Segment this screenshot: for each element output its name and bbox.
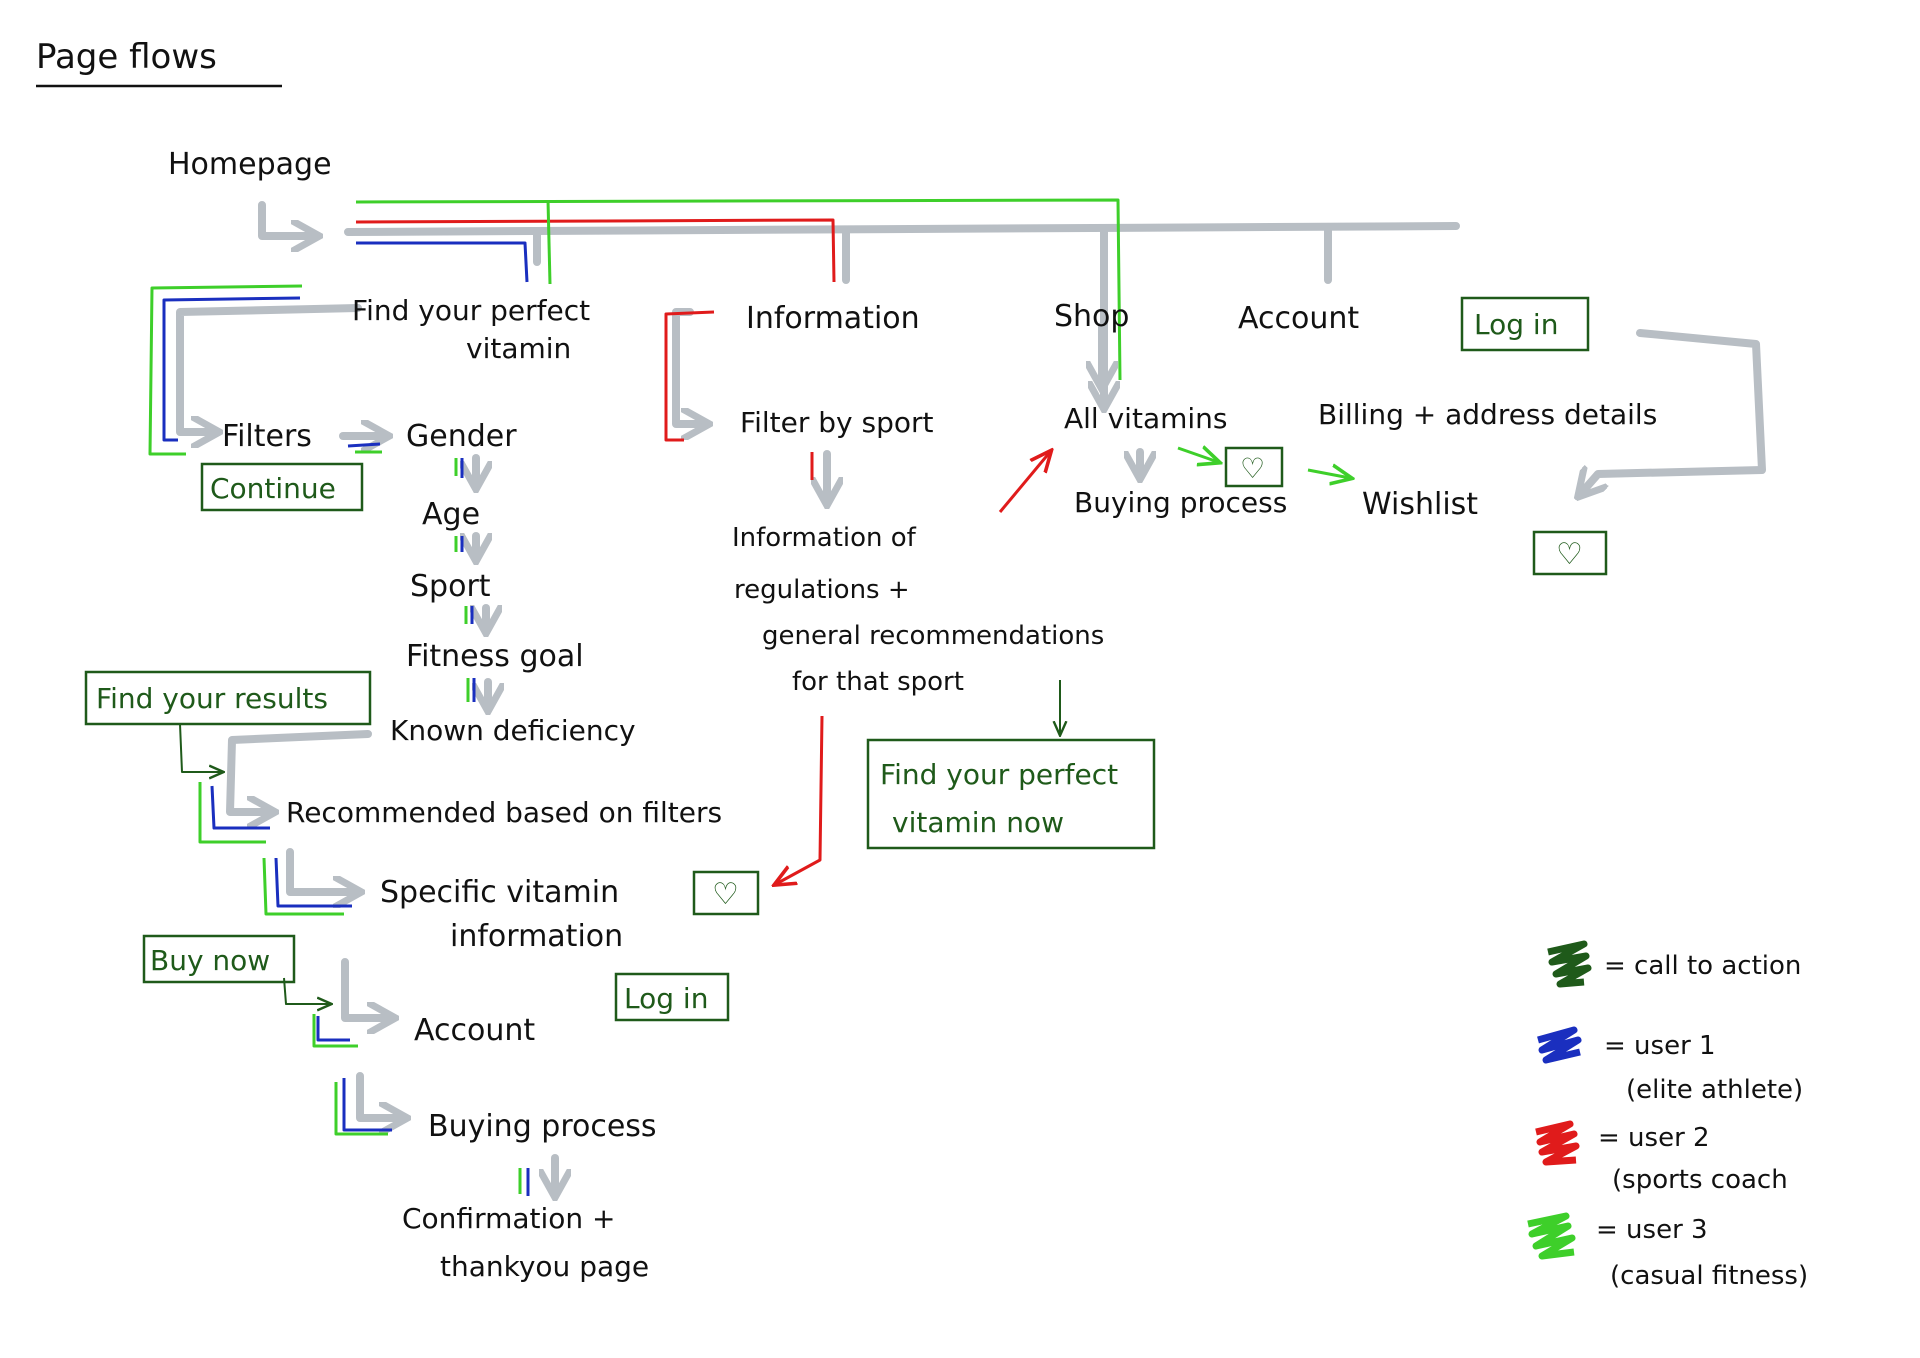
node-billing: Billing + address details (1318, 398, 1657, 431)
node-gender: Gender (406, 419, 517, 454)
legend-swatch (1537, 1026, 1582, 1064)
homepage-arrow (258, 201, 310, 236)
heart-icon: ♡ (1240, 452, 1265, 485)
node-filter-by-sport: Filter by sport (740, 406, 933, 439)
cta-find-vitamin-now: Find your perfect vitamin now (880, 758, 1127, 839)
node-recommended: Recommended based on filters (286, 796, 722, 829)
node-info-regulations: Information of regulations + general rec… (732, 523, 1113, 697)
node-specific-vitamin: Specific vitamin information (380, 875, 629, 954)
legend-label: = user 1 (1604, 1031, 1716, 1061)
node-find-vitamin: Find your perfect vitamin (352, 294, 599, 365)
node-labels: Homepage Find your perfect vitamin Infor… (168, 147, 1657, 1283)
node-buying-process-shop: Buying process (1074, 486, 1287, 519)
legend-label: = user 3 (1596, 1215, 1708, 1245)
node-age: Age (422, 497, 480, 532)
legend-item-user3: = user 3 (casual fitness) (1527, 1212, 1808, 1291)
legend-sub: (sports coach (1612, 1165, 1788, 1195)
node-account-bottom: Account (414, 1013, 535, 1048)
cta-continue: Continue (210, 472, 336, 505)
node-confirmation: Confirmation + thankyou page (402, 1202, 649, 1283)
node-shop: Shop (1054, 299, 1129, 334)
page-title: Page flows (36, 37, 217, 77)
legend-sub: (casual fitness) (1610, 1261, 1808, 1291)
legend-swatch (1535, 1120, 1580, 1166)
cta-log-in-bottom: Log in (624, 982, 708, 1015)
main-nav-bar (344, 222, 1460, 236)
legend-item-user1: = user 1 (elite athlete) (1537, 1026, 1803, 1105)
node-all-vitamins: All vitamins (1064, 402, 1228, 435)
legend: = call to action = user 1 (elite athlete… (1527, 940, 1808, 1291)
cta-buy-now: Buy now (150, 944, 270, 977)
legend-item-cta: = call to action (1547, 940, 1801, 988)
node-homepage: Homepage (168, 147, 332, 182)
heart-icon: ♡ (1556, 537, 1583, 572)
node-buying-process-bottom: Buying process (428, 1109, 657, 1144)
node-wishlist: Wishlist (1362, 487, 1478, 522)
heart-icon: ♡ (712, 877, 739, 912)
legend-sub: (elite athlete) (1626, 1075, 1803, 1105)
node-account-top: Account (1238, 301, 1359, 336)
cta-find-results: Find your results (96, 682, 328, 715)
node-information: Information (746, 301, 920, 336)
cta-boxes: Continue Find your results Buy now Log i… (84, 296, 1608, 1022)
legend-swatch (1547, 940, 1592, 988)
flow-lines (176, 201, 1766, 1188)
user3-path (148, 198, 1350, 1194)
node-sport: Sport (410, 569, 491, 604)
node-known-deficiency: Known deficiency (390, 714, 636, 747)
cta-log-in-top: Log in (1474, 308, 1558, 341)
legend-label: = user 2 (1598, 1123, 1710, 1153)
node-fitness-goal: Fitness goal (406, 639, 584, 674)
node-filters: Filters (222, 419, 312, 454)
legend-swatch (1527, 1212, 1576, 1260)
legend-item-user2: = user 2 (sports coach (1535, 1120, 1788, 1195)
legend-label: = call to action (1604, 951, 1801, 981)
user2-path (355, 218, 1050, 884)
cta-arrows (179, 680, 1060, 1004)
user1-path (162, 241, 530, 1196)
